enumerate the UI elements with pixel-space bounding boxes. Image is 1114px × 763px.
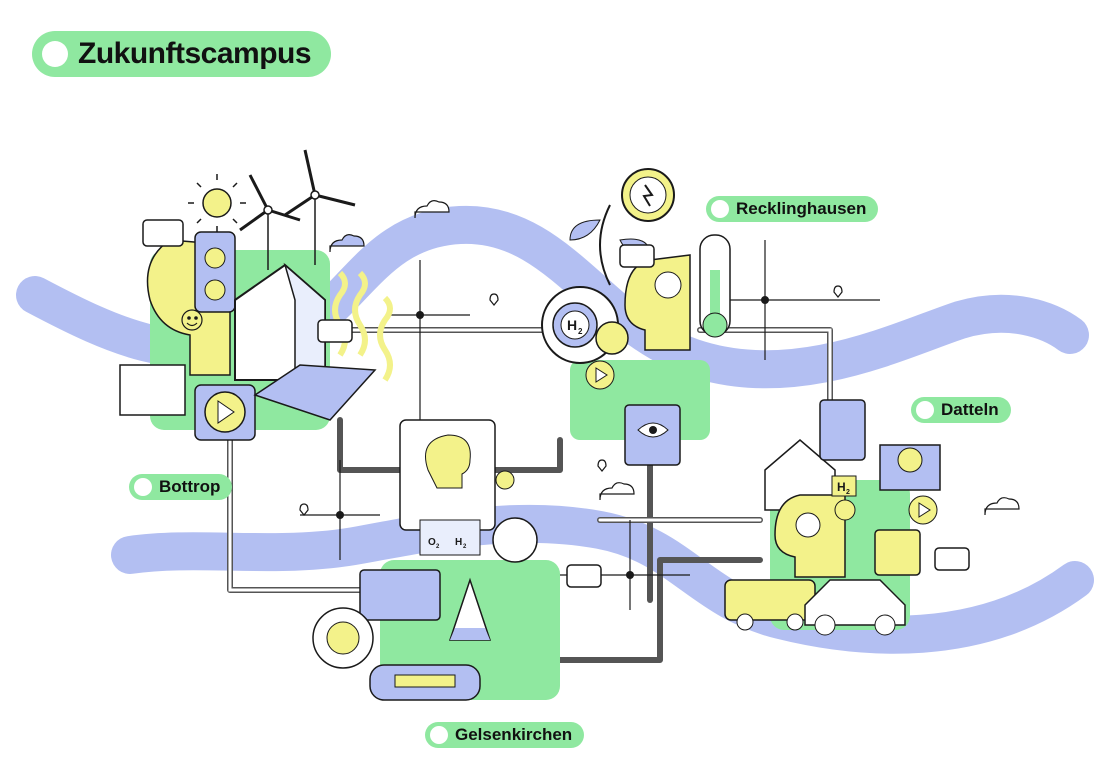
location-label-gelsenkirchen: Gelsenkirchen — [425, 722, 585, 748]
location-label-text: Bottrop — [159, 477, 221, 496]
wind-turbine-icon — [239, 149, 356, 270]
location-label-text: Recklinghausen — [736, 199, 867, 218]
location-label-text: Gelsenkirchen — [455, 725, 573, 744]
svg-text:2: 2 — [578, 327, 583, 336]
lower-wave — [111, 504, 1094, 654]
title-dot-icon — [42, 41, 68, 67]
location-label-text: Datteln — [941, 400, 999, 419]
bottrop-cluster — [119, 219, 377, 441]
recklinghausen-cluster — [541, 168, 731, 466]
svg-text:2: 2 — [463, 544, 467, 550]
electrolysis-labels: O 2 H 2 — [428, 537, 467, 550]
gelsenkirchen-cluster — [312, 419, 560, 701]
svg-text:O: O — [428, 537, 436, 548]
h2-bubble-icon: H 2 — [560, 310, 590, 340]
svg-text:H: H — [837, 480, 846, 494]
junction-dots — [336, 296, 769, 579]
svg-text:2: 2 — [846, 489, 850, 496]
datteln-cluster — [724, 399, 941, 636]
svg-text:H: H — [455, 537, 462, 548]
location-label-datteln: Datteln — [911, 397, 1011, 423]
h2-label: H — [567, 317, 577, 333]
page-title: Zukunftscampus — [32, 31, 332, 77]
location-label-recklinghausen: Recklinghausen — [706, 196, 879, 222]
title-text: Zukunftscampus — [78, 37, 312, 70]
speech-bubbles — [317, 244, 970, 588]
sun-icon — [188, 174, 246, 232]
h2-datteln-icon: H 2 — [831, 475, 857, 497]
smiley-icon — [181, 309, 203, 331]
location-label-bottrop: Bottrop — [129, 474, 233, 500]
location-dot-icon — [134, 478, 152, 496]
location-dot-icon — [711, 200, 729, 218]
location-dot-icon — [916, 401, 934, 419]
cloud-icons — [329, 200, 1020, 516]
location-pin-icons — [299, 285, 843, 516]
location-dot-icon — [430, 726, 448, 744]
svg-text:2: 2 — [436, 544, 440, 550]
